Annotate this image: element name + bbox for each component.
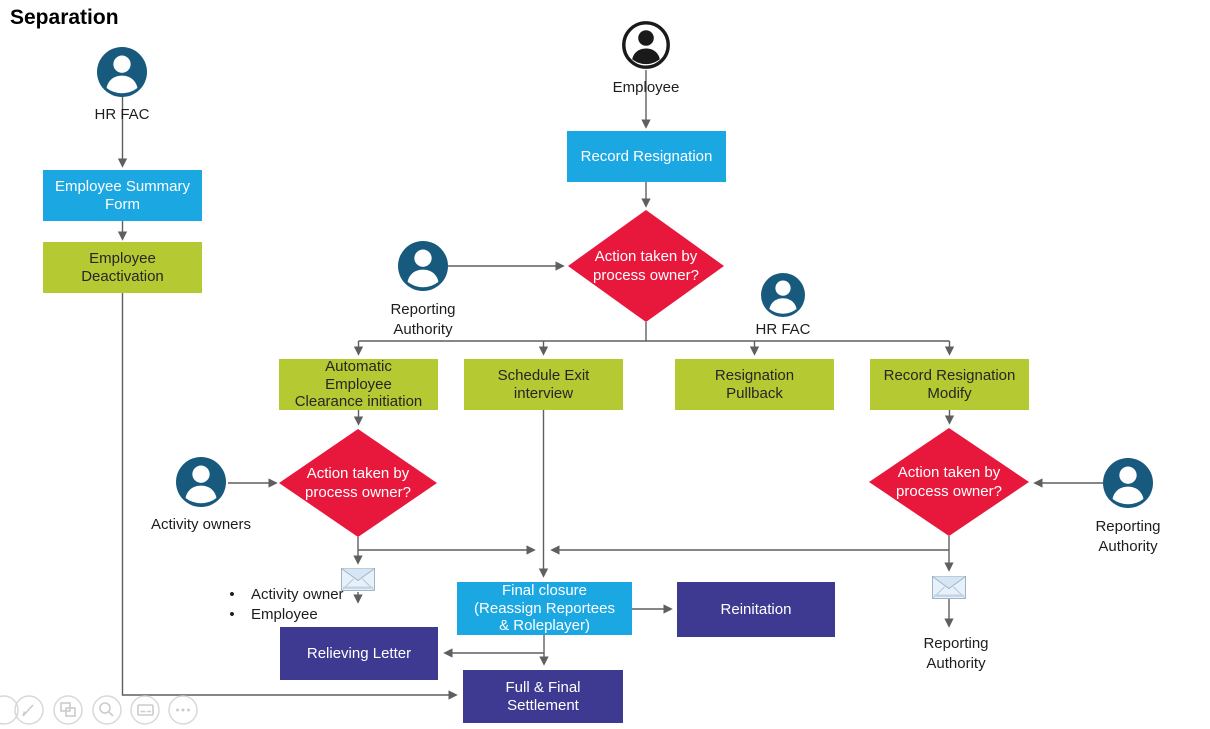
reporting-authority-right-label: Reporting Authority (1095, 518, 1161, 555)
mail-icon-right (932, 576, 966, 599)
zoom-slide-button[interactable] (92, 695, 122, 725)
magnifier-icon (99, 702, 114, 717)
node-full-final-settlement: Full & Final Settlement (463, 670, 623, 723)
subtitles-button[interactable] (130, 695, 160, 725)
hr-fac-right-person-icon (761, 273, 805, 317)
node-final-closure: Final closure (Reassign Reportees & Role… (457, 582, 632, 635)
node-employee-summary-form: Employee Summary Form (43, 170, 202, 221)
see-all-slides-button[interactable] (53, 695, 83, 725)
node-relieving-letter: Relieving Letter (280, 627, 438, 680)
node-record-resignation: Record Resignation (567, 131, 726, 182)
hr-fac-left-person-icon (97, 47, 147, 97)
pen-tool-button[interactable] (14, 695, 44, 725)
pen-icon (22, 704, 34, 717)
bullet-dot: • (229, 606, 235, 623)
node-reinitation: Reinitation (677, 582, 835, 637)
reporting-authority-left-label: Reporting Authority (390, 301, 456, 338)
recipient-label: Activity owner (251, 586, 344, 603)
node-automatic-clearance: Automatic Employee Clearance initiation (279, 358, 438, 410)
more-options-button[interactable] (168, 695, 198, 725)
node-employee-deactivation: Employee Deactivation (43, 242, 202, 293)
hr-fac-right-label: HR FAC (755, 321, 811, 338)
reporting-authority-left-person-icon (398, 241, 448, 291)
node-resignation-pullback: Resignation Pullback (675, 359, 834, 410)
reporting-authority-bottom-label: Reporting Authority (923, 635, 989, 672)
list-item: • Activity owner (225, 585, 344, 605)
subtitles-icon (137, 704, 154, 716)
more-options-icon (176, 708, 190, 712)
node-schedule-exit-interview: Schedule Exit interview (464, 359, 623, 410)
list-item: • Employee (225, 605, 344, 625)
notification-recipients-list: • Activity owner • Employee (225, 585, 344, 625)
page-title: Separation (10, 6, 119, 29)
reporting-authority-right-person-icon (1103, 458, 1153, 508)
bullet-dot: • (229, 586, 235, 603)
see-all-slides-icon (60, 702, 76, 717)
employee-label: Employee (612, 79, 680, 96)
activity-owners-label: Activity owners (150, 516, 252, 533)
mail-icon-left (341, 568, 375, 591)
slideshow-toolbar (0, 695, 198, 725)
previous-slide-button[interactable] (0, 695, 19, 725)
employee-person-icon (622, 21, 670, 69)
recipient-label: Employee (251, 606, 318, 623)
activity-owners-person-icon (176, 457, 226, 507)
hr-fac-left-label: HR FAC (94, 106, 150, 123)
node-record-resignation-modify: Record Resignation Modify (870, 359, 1029, 410)
